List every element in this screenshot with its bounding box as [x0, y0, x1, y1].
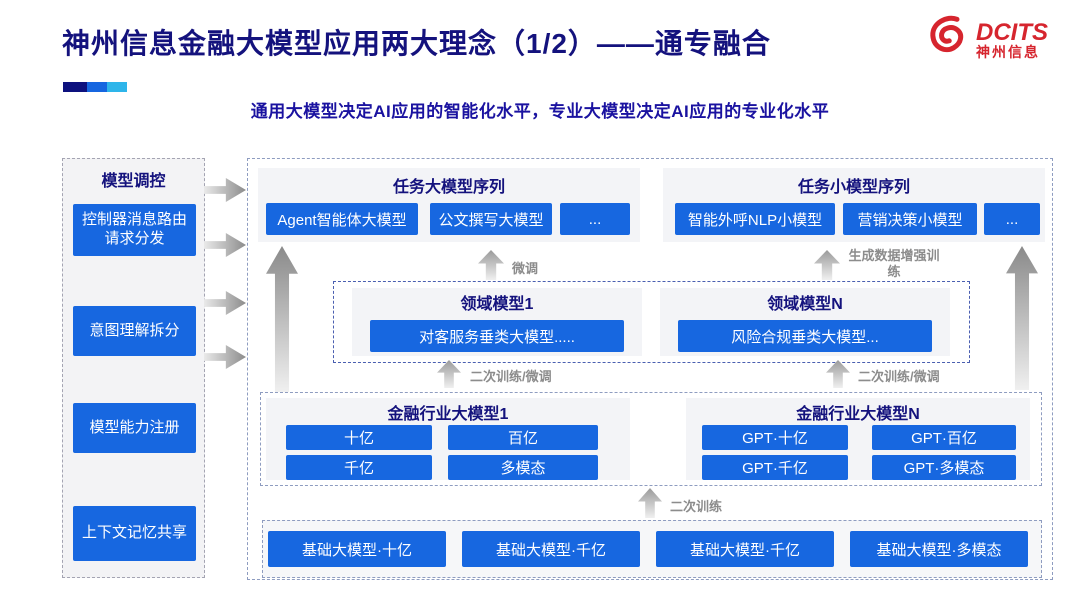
- chip-risk-compliance-vertical-model: 风险合规垂类大模型...: [678, 320, 932, 352]
- domain-model-1-title: 领域模型1: [460, 296, 534, 313]
- dcits-brand: DCITS: [976, 18, 1048, 46]
- accent-segment-blue: [87, 82, 107, 92]
- flow-arrow-right-4: [204, 345, 246, 369]
- flow-arrow-right-3: [204, 291, 246, 315]
- secondary-train-bottom-label: 二次训练: [670, 499, 723, 514]
- page-title: 神州信息金融大模型应用两大理念（1/2）——通专融合: [62, 28, 771, 59]
- chip-gpt-billion: GPT·十亿: [702, 425, 848, 450]
- chip-base-model-hundred-billion-2: 基础大模型·千亿: [656, 531, 834, 567]
- chip-outbound-nlp-model: 智能外呼NLP小模型: [675, 203, 835, 235]
- sidebar-title: 模型调控: [101, 173, 166, 190]
- secondary-train-left-label: 二次训练/微调: [470, 369, 552, 384]
- dcits-swirl-icon: [924, 12, 972, 67]
- industry-model-n-title: 金融行业大模型N: [796, 406, 920, 423]
- sidebar-item-context-memory: 上下文记忆共享: [73, 506, 196, 561]
- task-large-model-title: 任务大模型序列: [392, 179, 505, 196]
- sidebar-item-intent-split: 意图理解拆分: [73, 306, 196, 356]
- chip-agent-large-model: Agent智能体大模型: [266, 203, 418, 235]
- sidebar-item-capability-register: 模型能力注册: [73, 403, 196, 453]
- fine-tune-label: 微调: [512, 261, 539, 276]
- sidebar-item-controller-routing: 控制器消息路由请求分发: [73, 204, 196, 256]
- chip-gpt-multimodal: GPT·多模态: [872, 455, 1016, 480]
- chip-multimodal: 多模态: [448, 455, 598, 480]
- dcits-brand-cn: 神州信息: [976, 43, 1040, 60]
- industry-model-1-title: 金融行业大模型1: [387, 406, 509, 423]
- accent-segment-cyan: [107, 82, 127, 92]
- chip-task-small-more: ...: [984, 203, 1040, 235]
- chip-hundred-billion: 千亿: [286, 455, 432, 480]
- chip-ten-billion: 百亿: [448, 425, 598, 450]
- flow-arrow-right-1: [204, 178, 246, 202]
- sidebar-model-control: 模型调控 控制器消息路由请求分发 意图理解拆分 模型能力注册 上下文记忆共享: [62, 158, 205, 578]
- chip-gpt-ten-billion: GPT·百亿: [872, 425, 1016, 450]
- gen-data-label: 生成数据增强训练: [848, 248, 940, 280]
- flow-arrow-right-2: [204, 233, 246, 257]
- chip-customer-service-vertical-model: 对客服务垂类大模型.....: [370, 320, 624, 352]
- task-small-model-title: 任务小模型序列: [797, 179, 910, 196]
- page-subtitle: 通用大模型决定AI应用的智能化水平，专业大模型决定AI应用的专业化水平: [250, 102, 830, 121]
- title-accent-bar: [63, 82, 127, 92]
- chip-base-model-multimodal: 基础大模型·多模态: [850, 531, 1028, 567]
- chip-gpt-hundred-billion: GPT·千亿: [702, 455, 848, 480]
- chip-base-model-billion: 基础大模型·十亿: [268, 531, 446, 567]
- chip-billion: 十亿: [286, 425, 432, 450]
- accent-segment-navy: [63, 82, 87, 92]
- chip-base-model-hundred-billion-1: 基础大模型·千亿: [462, 531, 640, 567]
- domain-model-n-title: 领域模型N: [767, 296, 843, 313]
- chip-task-large-more: ...: [560, 203, 630, 235]
- secondary-train-right-label: 二次训练/微调: [858, 369, 940, 384]
- dcits-logo: DCITS 神州信息: [924, 12, 1048, 67]
- chip-document-writing-model: 公文撰写大模型: [430, 203, 552, 235]
- chip-marketing-decision-model: 营销决策小模型: [843, 203, 977, 235]
